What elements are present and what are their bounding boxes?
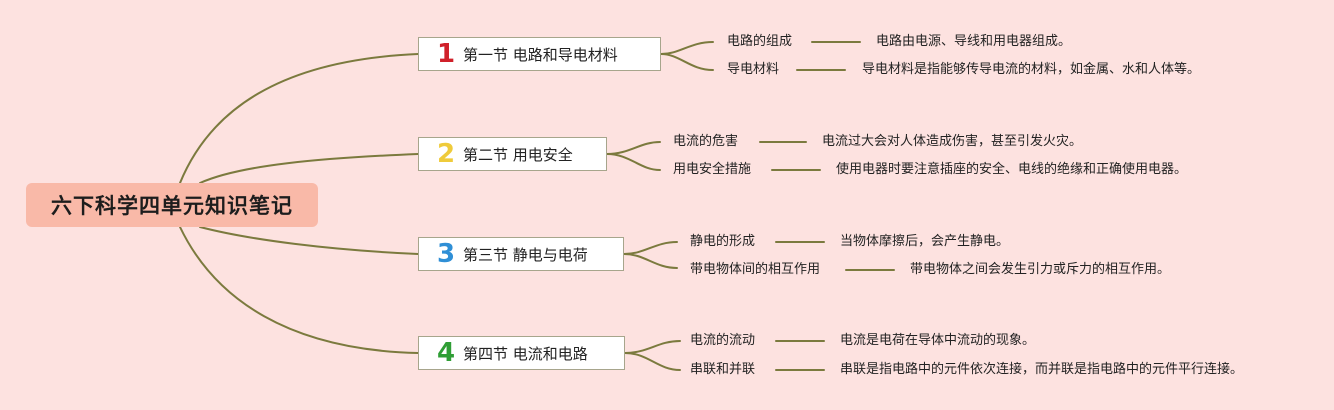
link-root-section-1: [179, 53, 419, 184]
section-1-term-2: 导电材料: [727, 62, 780, 77]
section-1-number: 1: [436, 39, 456, 69]
section-1-term-1: 电路的组成: [727, 34, 793, 49]
section-2-title: 第二节 用电安全: [463, 145, 573, 164]
section-2-term-1: 电流的危害: [673, 134, 739, 149]
section-2-desc-1: 电流过大会对人体造成伤害，甚至引发火灾。: [822, 134, 1083, 149]
link-s4-item-2: [624, 352, 681, 371]
section-1-title: 第一节 电路和导电材料: [463, 45, 618, 64]
section-3-node[interactable]: 3 第三节 静电与电荷: [418, 237, 624, 271]
section-3-desc-2: 带电物体之间会发生引力或斥力的相互作用。: [910, 262, 1171, 277]
section-2-node[interactable]: 2 第二节 用电安全: [418, 137, 607, 171]
section-1-node[interactable]: 1 第一节 电路和导电材料: [418, 37, 661, 71]
section-2-desc-2: 使用电器时要注意插座的安全、电线的绝缘和正确使用电器。: [836, 162, 1188, 177]
section-3-title: 第三节 静电与电荷: [463, 245, 588, 264]
section-2-term-2: 用电安全措施: [673, 162, 752, 177]
section-4-number: 4: [436, 338, 456, 368]
section-4-desc-2: 串联是指电路中的元件依次连接，而并联是指电路中的元件平行连接。: [840, 362, 1244, 377]
link-s3-item-1: [623, 241, 678, 255]
section-4-term-2: 串联和并联: [690, 362, 756, 377]
section-4-title: 第四节 电流和电路: [463, 344, 588, 363]
root-topic[interactable]: 六下科学四单元知识笔记: [26, 183, 318, 227]
section-4-desc-1: 电流是电荷在导体中流动的现象。: [840, 333, 1036, 348]
link-root-section-4: [179, 226, 419, 354]
section-2-number: 2: [436, 139, 456, 169]
link-s1-item-1: [660, 41, 714, 55]
section-4-term-1: 电流的流动: [690, 333, 756, 348]
link-root-section-2: [199, 153, 419, 184]
section-3-term-1: 静电的形成: [690, 234, 756, 249]
link-s4-item-1: [624, 340, 681, 354]
link-s1-item-2: [660, 53, 714, 71]
section-4-node[interactable]: 4 第四节 电流和电路: [418, 336, 625, 370]
section-1-desc-2: 导电材料是指能够传导电流的材料，如金属、水和人体等。: [862, 62, 1201, 77]
link-s3-item-2: [623, 253, 678, 269]
root-title: 六下科学四单元知识笔记: [51, 194, 293, 218]
section-1-desc-1: 电路由电源、导线和用电器组成。: [876, 34, 1072, 49]
section-3-number: 3: [436, 239, 456, 269]
link-s2-item-1: [606, 141, 661, 155]
section-3-desc-1: 当物体摩擦后，会产生静电。: [840, 234, 1010, 249]
link-s2-item-2: [606, 153, 661, 171]
section-3-term-2: 带电物体间的相互作用: [690, 262, 821, 277]
link-root-section-3: [199, 226, 419, 255]
